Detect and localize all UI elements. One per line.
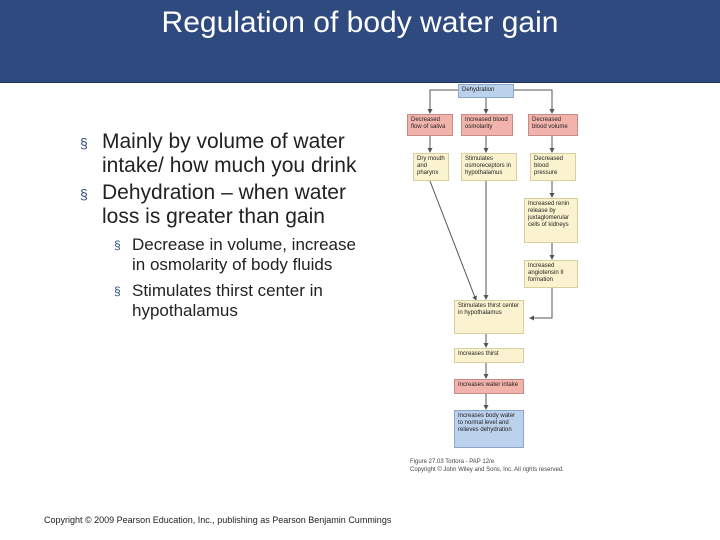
thirst-center-box: Stimulates thirst center in hypothalamus [454,300,524,334]
bullet-text: Mainly by volume of water intake/ how mu… [102,130,357,177]
slide-title: Regulation of body water gain [161,6,559,39]
bullet-marker: § [114,238,121,252]
bullet-item: § Mainly by volume of water intake/ how m… [78,130,368,178]
bullet-text: Dehydration – when water loss is greater… [102,181,346,228]
figure-caption-line2: Copyright © John Wiley and Sons, Inc. Al… [410,467,564,473]
figure-caption: Figure 27.03 Tortora - PAP 12/e Copyrigh… [410,458,564,474]
bullet-marker: § [114,284,121,298]
sub-bullet-text: Decrease in volume, increase in osmolari… [132,235,356,274]
sub-bullet-item: § Stimulates thirst center in hypothalamu… [114,281,368,321]
flowchart-arrows [427,89,555,410]
stimulates-osmoreceptors-box: Stimulates osmoreceptors in hypothalamus [461,153,517,181]
increased-osmolarity-box: Increased blood osmolarity [461,114,513,136]
sub-bullet-text: Stimulates thirst center in hypothalamus [132,281,323,320]
decreased-blood-volume-box: Decreased blood volume [528,114,578,136]
title-bar: Regulation of body water gain [0,0,720,83]
angiotensin-box: Increased angiotensin II formation [524,260,578,288]
dehydration-box: Dehydration [458,84,514,98]
bullet-marker: § [80,135,88,151]
increases-water-intake-box: Increases water intake [454,379,524,394]
bullet-marker: § [80,186,88,202]
flowchart-diagram: Dehydration Decreased flow of saliva Inc… [400,80,605,480]
bullet-item: § Dehydration – when water loss is greate… [78,181,368,229]
decreased-saliva-box: Decreased flow of saliva [407,114,453,136]
sub-bullet-item: § Decrease in volume, increase in osmolar… [114,235,368,275]
bullet-list: § Mainly by volume of water intake/ how m… [78,130,368,321]
copyright-footer: Copyright © 2009 Pearson Education, Inc.… [44,515,392,525]
decreased-blood-pressure-box: Decreased blood pressure [530,153,576,181]
increases-thirst-box: Increases thirst [454,348,524,363]
dry-mouth-box: Dry mouth and pharynx [413,153,449,181]
result-box: Increases body water to normal level and… [454,410,524,448]
figure-caption-line1: Figure 27.03 Tortora - PAP 12/e [410,459,495,465]
renin-release-box: Increased renin release by juxtaglomerul… [524,198,578,243]
